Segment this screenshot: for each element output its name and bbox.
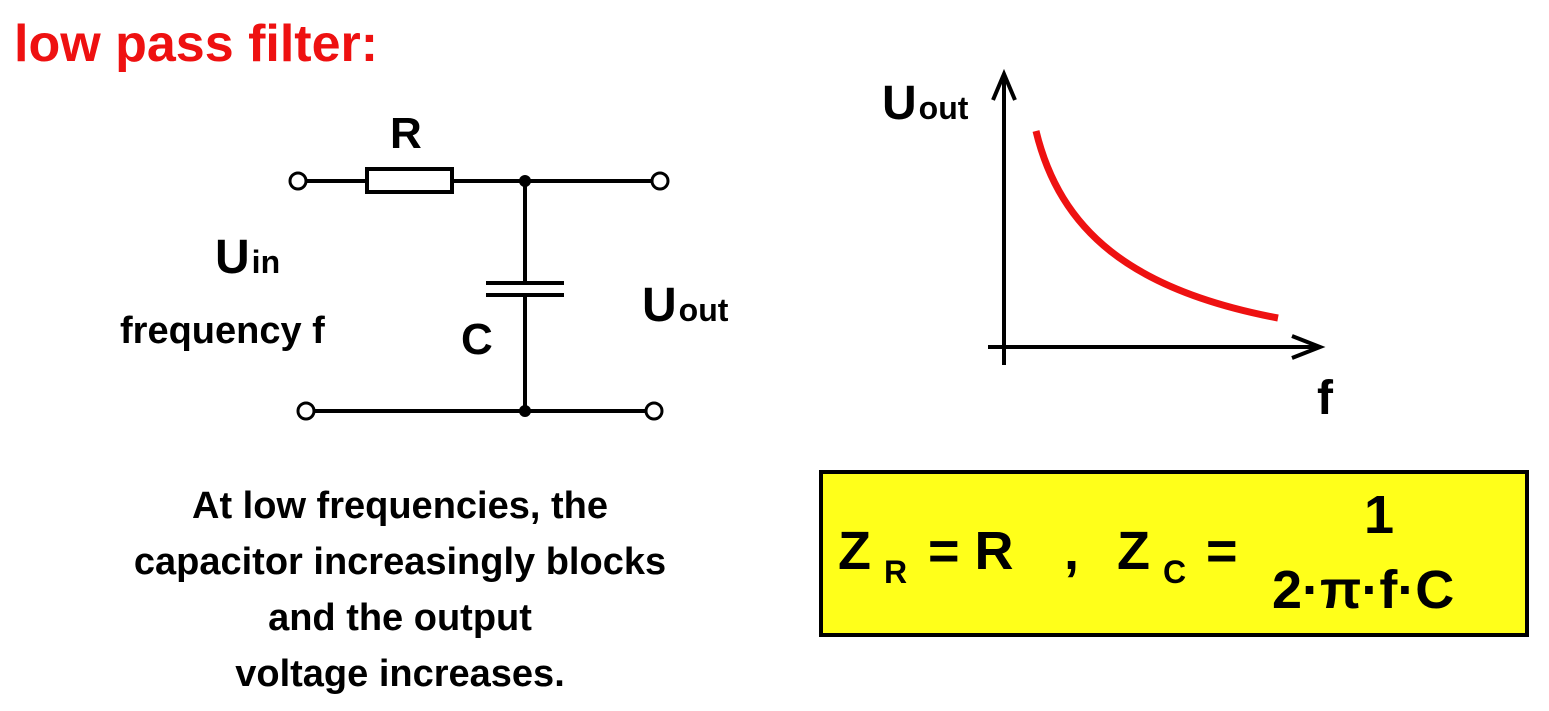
graph-axes [988,68,1326,365]
resistor [365,167,454,194]
zr-subscript: R [884,554,908,590]
y-axis-subscript: out [918,90,969,126]
explanation-line: voltage increases. [235,653,565,695]
input-terminal-bottom [296,401,316,421]
output-voltage-subscript: out [678,292,729,328]
zc-equals: = [1206,521,1238,581]
capacitor-label: C [461,315,493,364]
zc-subscript: C [1163,554,1187,590]
formula-separator: , [1064,521,1080,581]
circuit-schematic [306,167,652,413]
output-terminal-bottom [644,401,664,421]
zr-symbol: Z [838,521,871,581]
y-axis-symbol: U [882,77,917,130]
explanation-line: and the output [268,597,532,639]
input-frequency-label: frequency f [120,310,325,352]
zr-equals-r: = R [928,521,1014,581]
impedance-formula-box [819,470,1529,637]
explanation-line: At low frequencies, the [192,485,608,527]
explanation-text: At low frequencies, the capacitor increa… [40,478,760,702]
junction-dot-top [519,175,531,187]
input-terminal-top [288,171,308,191]
output-terminal-top [650,171,670,191]
input-voltage-label: Uin [215,234,280,282]
fraction-denominator: 2·π·f·C [1272,560,1455,620]
response-curve [1032,130,1279,322]
resistor-label: R [390,109,422,158]
input-voltage-symbol: U [215,231,250,284]
output-voltage-symbol: U [642,279,677,332]
input-voltage-subscript: in [251,244,281,280]
output-voltage-label: Uout [642,282,728,330]
zc-symbol: Z [1117,521,1150,581]
x-axis-label: f [1317,372,1333,425]
y-axis-label: Uout [882,80,968,128]
x-axis-arrowhead [1291,334,1326,360]
fraction-numerator: 1 [1364,485,1395,545]
page-title: low pass filter: [14,15,379,73]
junction-dot-bottom [519,405,531,417]
y-axis-arrowhead [991,68,1017,101]
explanation-line: capacitor increasingly blocks [133,541,667,583]
